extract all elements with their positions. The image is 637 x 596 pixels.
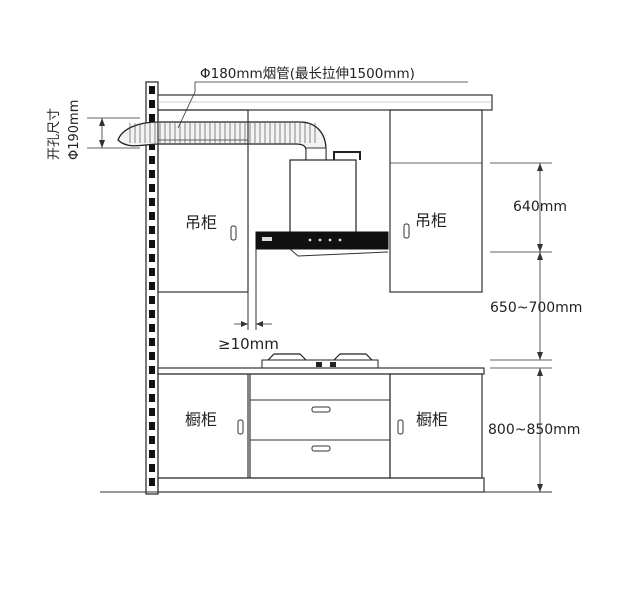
hole-label-line1: 开孔尺寸 [47,108,62,160]
wall-brick [149,240,155,248]
wall-brick [149,394,155,402]
wall-brick [149,184,155,192]
lower-cabinet-right-label: 橱柜 [416,410,448,429]
wall-brick [149,142,155,150]
wall-brick [149,324,155,332]
range-hood [255,147,389,257]
gap-label: ≥10mm [218,335,279,353]
wall-brick [149,310,155,318]
wall-brick [149,478,155,486]
wall-brick [149,268,155,276]
wall-brick [149,198,155,206]
wall-brick [149,366,155,374]
wall-brick [149,282,155,290]
wall-brick [149,226,155,234]
wall-brick [149,100,155,108]
wall-brick [149,296,155,304]
wall-brick [149,254,155,262]
lower-cabinet-left-label: 橱柜 [185,410,217,429]
countertop [157,367,485,375]
vertical-dimensions: 640mm 650~700mm 800~850mm [488,162,582,492]
dimension-upper-label: 640mm [513,199,567,215]
lower-drawers [249,373,391,479]
wall-brick [149,450,155,458]
wall-brick [149,86,155,94]
wall-brick [149,422,155,430]
dimension-lower-label: 800~850mm [488,422,580,438]
wall-brick [149,212,155,220]
hole-dimension: 开孔尺寸 Φ190mm [47,100,140,160]
upper-cabinet-right-label: 吊柜 [415,211,447,230]
wall-brick [149,114,155,122]
upper-cabinet-left-label: 吊柜 [185,213,217,232]
duct-label: Φ180mm烟管(最长拉伸1500mm) [200,66,415,82]
wall-brick [149,436,155,444]
upper-cabinet-right: 吊柜 [389,109,483,293]
wall-brick [149,464,155,472]
wall-brick [149,156,155,164]
gap-dimension: ≥10mm [218,321,279,353]
hole-label-line2: Φ190mm [67,100,82,160]
upper-cabinet-left: 吊柜 [157,109,257,330]
hood-control-buttons [308,238,342,242]
wall-brick [149,338,155,346]
lower-cabinet-left: 橱柜 [157,373,249,479]
exhaust-duct: Φ180mm烟管(最长拉伸1500mm) [117,66,468,161]
gas-cooktop [261,353,379,369]
wall-brick [149,408,155,416]
dimension-middle-label: 650~700mm [490,300,582,316]
lower-cabinet-right: 橱柜 [389,373,483,479]
wall-brick [149,352,155,360]
floor [100,477,552,493]
ceiling [157,94,493,111]
wall-brick [149,170,155,178]
wall-bricks [149,86,155,486]
wall-brick [149,380,155,388]
